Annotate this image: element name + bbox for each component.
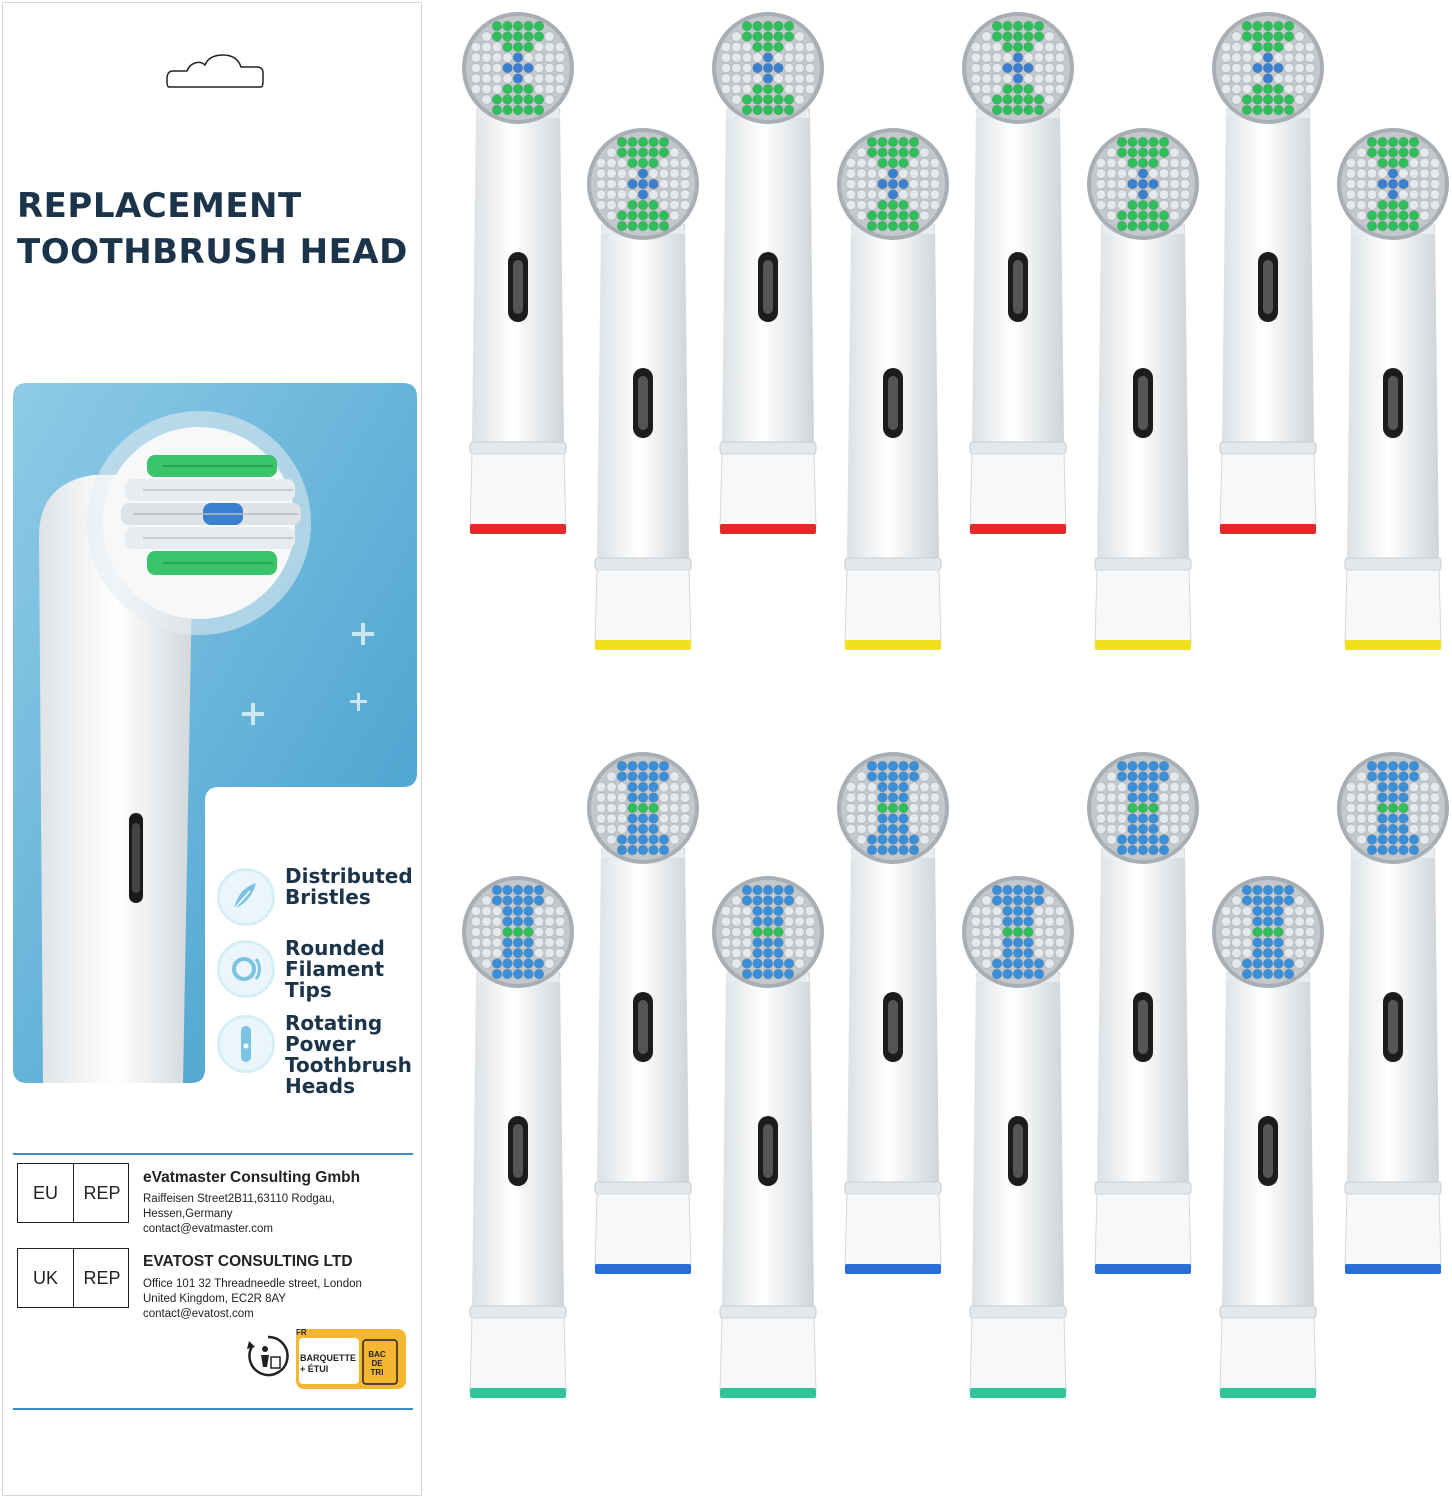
brush-head [462,12,574,534]
color-ring [845,1264,941,1274]
eu-label: EU [18,1164,74,1222]
package-card: REPLACEMENT TOOTHBRUSH HEAD [2,2,422,1496]
triman-country: FR [296,1328,307,1337]
brush-head [837,128,949,650]
eu-contact: contact@evatmaster.com [143,1223,273,1235]
color-ring [970,1388,1066,1398]
uk-address-line-2: United Kingdom, EC2R 8AY [143,1293,286,1305]
rep-label: REP [83,1267,121,1288]
color-ring [1095,640,1191,650]
divider-top [13,1153,413,1155]
color-ring [845,640,941,650]
electric-toothbrush-icon [217,1015,275,1073]
brush-head [1337,752,1449,1274]
brush-head [587,752,699,1274]
rep-label: REP [83,1182,121,1203]
color-ring [470,524,566,534]
package-title: REPLACEMENT TOOTHBRUSH HEAD [17,183,408,275]
color-ring [720,1388,816,1398]
eu-address-line-2: Hessen,Germany [143,1208,233,1220]
brush-head [587,128,699,650]
color-ring [595,1264,691,1274]
feature-label: Rotating Power Toothbrush Heads [285,1011,412,1098]
uk-company-name: EVATOST CONSULTING LTD [143,1253,353,1270]
brush-head [837,752,949,1274]
divider-bottom [13,1408,413,1410]
color-ring [470,1388,566,1398]
uk-label: UK [18,1249,74,1307]
brush-head [962,876,1074,1398]
uk-address-line-1: Office 101 32 Threadneedle street, Londo… [143,1278,362,1290]
brush-head [1212,12,1324,534]
color-ring [720,524,816,534]
brush-head [712,876,824,1398]
color-ring [1220,1388,1316,1398]
brush-heads-grid [462,12,1449,1398]
brush-head [962,12,1074,534]
brush-head [712,12,824,534]
eu-rep-box: EU REP [17,1163,129,1223]
brush-head [1087,128,1199,650]
brush-head [1337,128,1449,650]
feather-bristle-icon [217,868,275,926]
hang-hole [166,54,264,88]
title-line-2: TOOTHBRUSH HEAD [17,232,408,272]
feature-label: Rounded Filament Tips [285,936,385,1002]
triman-recycle-icon [247,1335,289,1377]
brush-head [1212,876,1324,1398]
color-ring [1345,640,1441,650]
triman-bin: BAC DE TRI [368,1350,386,1377]
uk-rep-box: UK REP [17,1248,129,1308]
brush-head [462,876,574,1398]
title-line-1: REPLACEMENT [17,186,302,226]
triman-label [296,1329,406,1389]
eu-company-name: eVatmaster Consulting Gmbh [143,1169,361,1186]
brush-head-closeup [13,383,417,1083]
brush-head-rotate-icon [217,940,275,998]
color-ring [1345,1264,1441,1274]
brush-head [1087,752,1199,1274]
color-ring [970,524,1066,534]
color-ring [595,640,691,650]
color-ring [1095,1264,1191,1274]
triman-material: BARQUETTE + ÉTUI [300,1353,356,1374]
eu-address-line-1: Raiffeisen Street2B11,63110 Rodgau, [143,1193,335,1205]
feature-label: Distributed Bristles [285,864,413,909]
color-ring [1220,524,1316,534]
uk-contact: contact@evatost.com [143,1308,254,1320]
